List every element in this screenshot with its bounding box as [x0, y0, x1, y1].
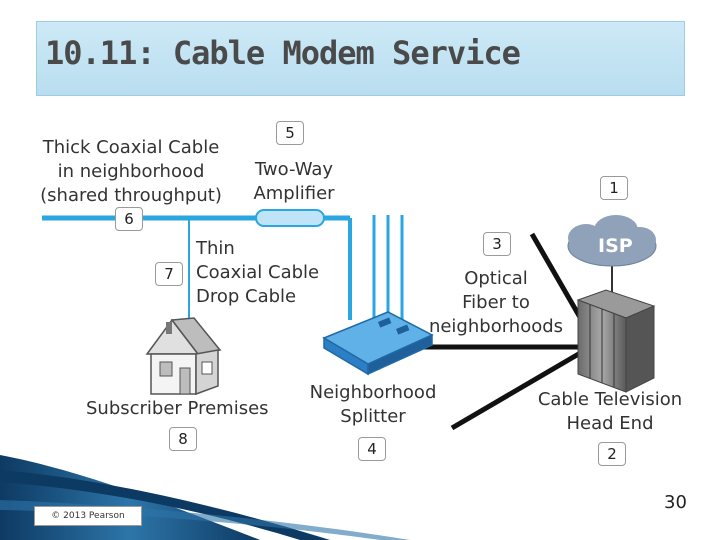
title-bar: 10.11: Cable Modem Service — [36, 21, 685, 96]
thick-coax-label: Thick Coaxial Cable in neighborhood (sha… — [40, 137, 222, 206]
amplifier-icon — [255, 209, 325, 227]
slide-title: 10.11: Cable Modem Service — [45, 34, 521, 72]
optical-fiber-label: Optical Fiber to neighborhoods — [428, 268, 564, 337]
head-end-label: Cable Television Head End — [537, 389, 683, 434]
page-number: 30 — [664, 492, 687, 513]
head-end-rack-icon — [576, 289, 656, 393]
thin-coax-label: Thin Coaxial Cable Drop Cable — [196, 238, 320, 307]
splitter-label: Neighborhood Splitter — [309, 382, 437, 427]
callout-7: 7 — [155, 262, 183, 286]
fiber-line-lower — [450, 349, 584, 431]
callout-3: 3 — [483, 232, 511, 256]
isp-label: ISP — [598, 235, 633, 257]
subscriber-label: Subscriber Premises — [86, 398, 269, 419]
callout-1: 1 — [600, 176, 628, 200]
house-icon — [145, 317, 222, 396]
callout-6: 6 — [115, 207, 143, 231]
splitter-icon — [322, 311, 434, 376]
callout-8: 8 — [169, 427, 197, 451]
callout-4: 4 — [358, 437, 386, 461]
callout-5: 5 — [276, 121, 304, 145]
amplifier-label: Two-Way Amplifier — [253, 159, 335, 204]
callout-2: 2 — [598, 442, 626, 466]
isp-cloud-icon — [567, 215, 657, 267]
copyright-notice: © 2013 Pearson — [34, 506, 142, 526]
